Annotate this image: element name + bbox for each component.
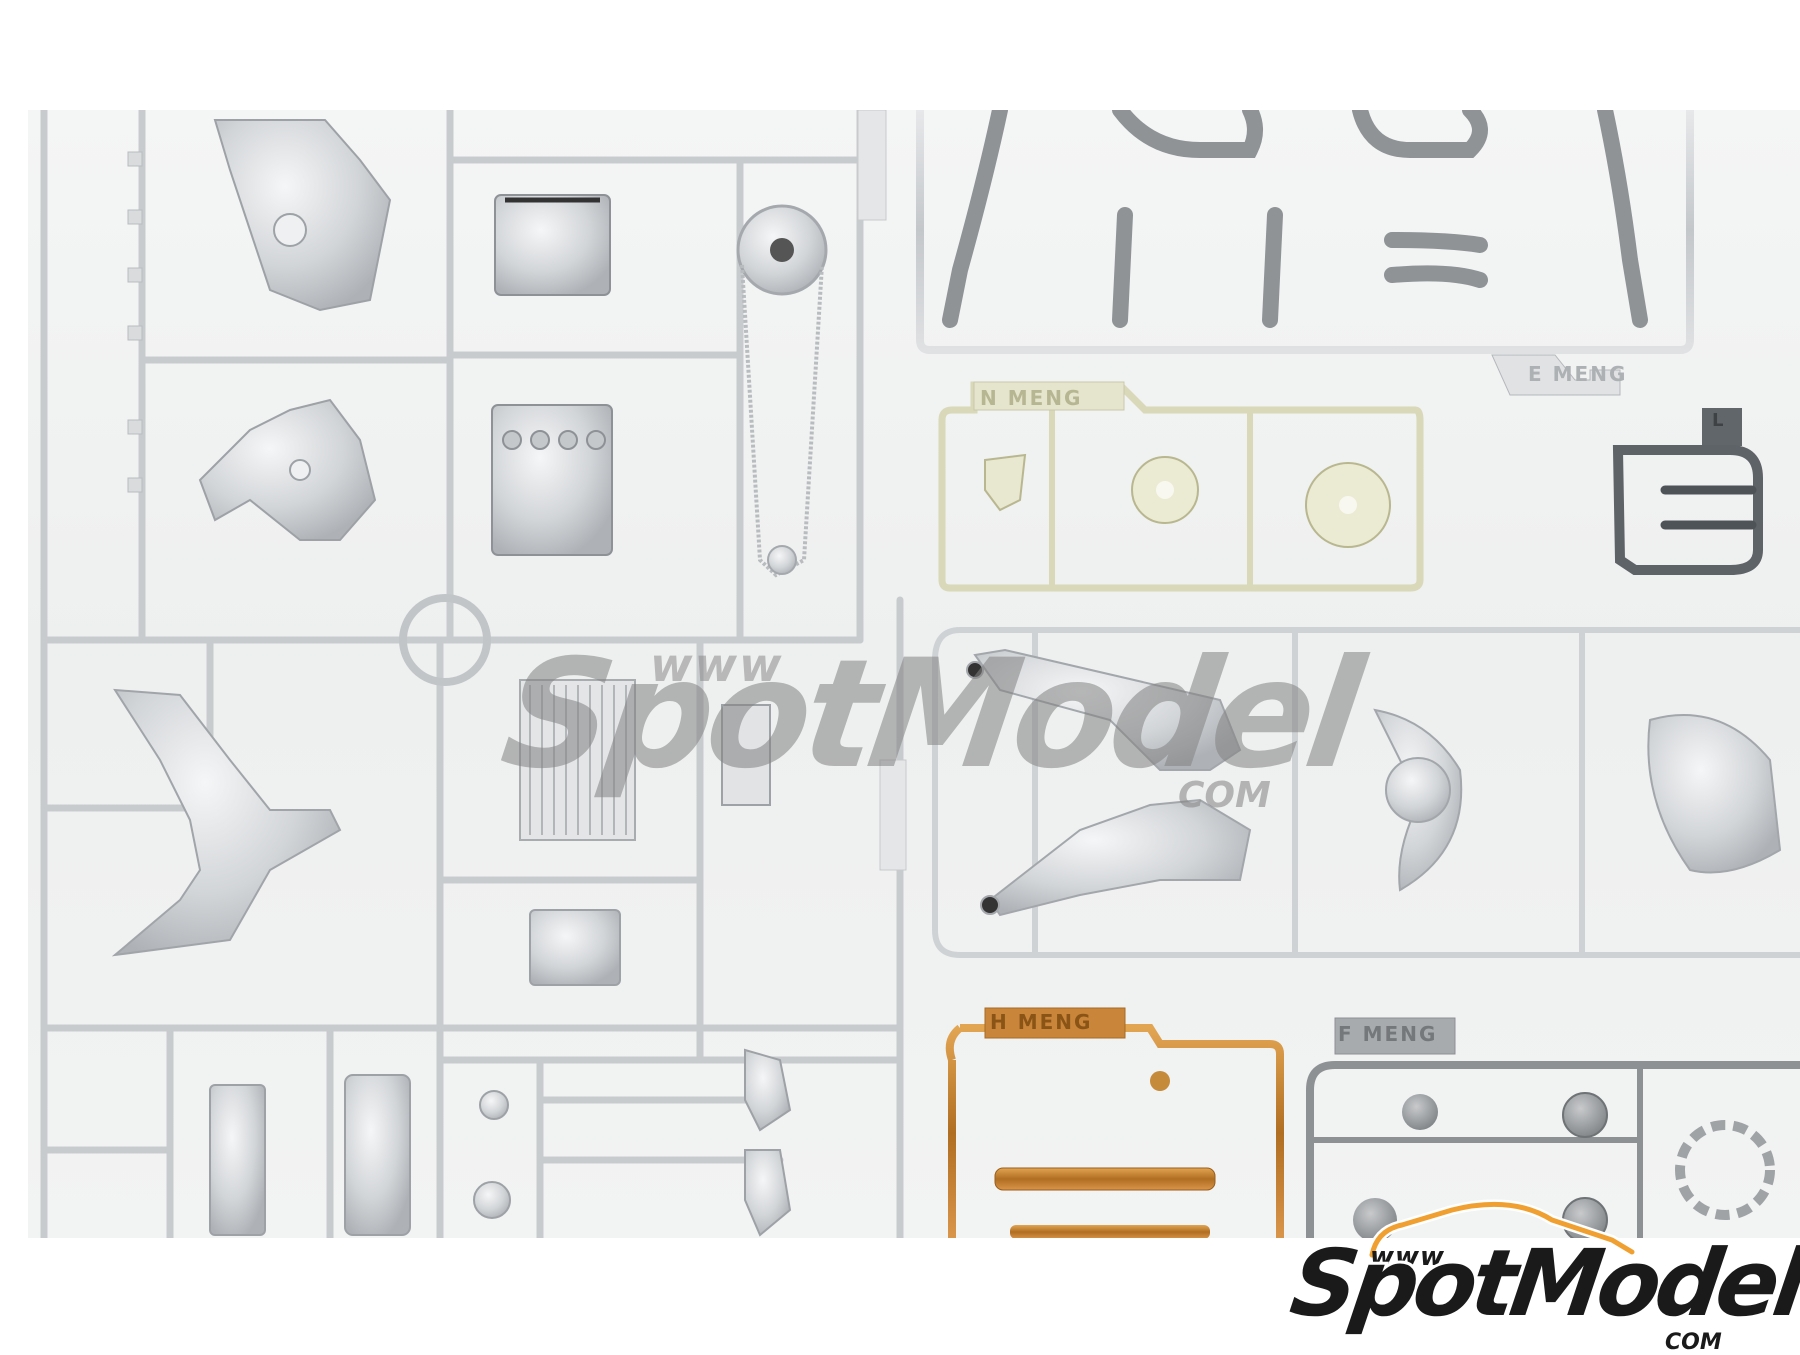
spotmodel-logo: www SpotModel COM xyxy=(1282,1190,1800,1355)
car-silhouette-icon xyxy=(1367,1199,1637,1260)
chain-sprocket-part xyxy=(736,204,828,578)
radiator-part xyxy=(519,679,771,841)
sprue-g xyxy=(932,627,1800,958)
sprue-tag-f: F MENG xyxy=(1338,1022,1438,1046)
watermark-www: www xyxy=(650,638,784,692)
swingarm-part xyxy=(966,648,1252,917)
sprue-n xyxy=(938,381,1424,592)
logo-www: www xyxy=(1370,1242,1446,1272)
sprue-tag-n: N MENG xyxy=(980,386,1083,410)
sprue-photo: N MENG E MENG L H MENG F MENG xyxy=(28,110,1800,1238)
logo-com: COM xyxy=(1665,1330,1722,1355)
exhaust-pipe-part xyxy=(942,110,1648,328)
sprue-l xyxy=(1612,408,1763,575)
sprue-tag-e: E MENG xyxy=(1528,362,1628,386)
logo-spotmodel: SpotModel xyxy=(1282,1227,1800,1340)
sprue-tag-h: H MENG xyxy=(990,1010,1093,1034)
ring-part xyxy=(399,594,491,686)
sprue-tag-l: L xyxy=(1712,410,1726,431)
engine-block-part xyxy=(491,194,613,556)
bracket-part xyxy=(111,688,342,957)
caliper-part xyxy=(1373,708,1782,892)
engine-case-part xyxy=(198,119,392,541)
watermark-com: COM xyxy=(1178,775,1271,816)
sprue-h xyxy=(945,1007,1284,1238)
watermark-spotmodel: SpotModel xyxy=(492,628,1367,802)
sprue-e xyxy=(916,110,1694,354)
sprue-illustration xyxy=(40,110,1800,1238)
